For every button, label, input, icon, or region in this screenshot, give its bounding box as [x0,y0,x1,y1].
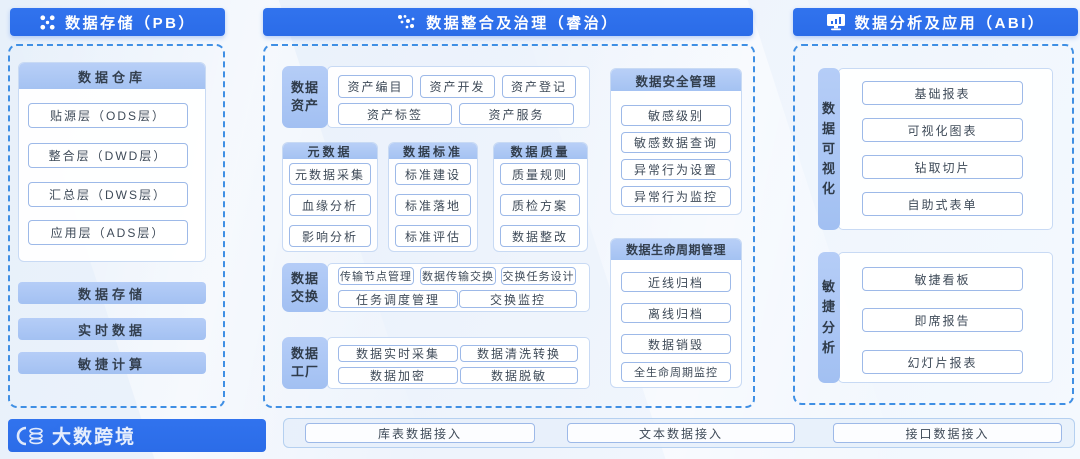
metadata-title: 元数据 [283,143,377,159]
standard-item: 标准评估 [395,225,471,247]
security-item: 异常行为监控 [621,186,731,207]
security-item: 敏感级别 [621,105,731,126]
quality-item: 质检方案 [500,194,580,216]
warehouse-item: 应用层（ADS层） [28,220,188,245]
warehouse-item: 汇总层（DWS层） [28,182,188,207]
asset-item: 资产编目 [338,75,413,98]
asset-group-label: 数据资产 [282,66,328,128]
lifecycle-item: 全生命周期监控 [621,362,731,382]
exchange-item: 交换任务设计 [501,267,576,285]
lifecycle-title: 数据生命周期管理 [611,239,741,260]
monitor-chart-icon [826,14,845,31]
visualization-item: 自助式表单 [862,192,1023,216]
storage-cluster-icon [40,14,55,30]
agile-item: 敏捷看板 [862,267,1023,291]
warehouse-item: 整合层（DWD层） [28,143,188,168]
factory-group-label: 数据工厂 [282,337,328,389]
vendor-watermark-bar: 大数跨境 [8,419,266,452]
asset-item: 资产开发 [420,75,495,98]
exchange-group-label: 数据交换 [282,263,328,312]
metadata-item: 血缘分析 [289,194,371,216]
exchange-item: 传输节点管理 [338,267,414,285]
storage-header-label: 数据存储（PB） [65,14,196,32]
standard-title: 数据标准 [389,143,477,159]
factory-item: 数据清洗转换 [460,345,578,362]
analysis-header-label: 数据分析及应用（ABI） [854,14,1046,32]
storage-dashed-container [8,44,225,408]
asset-item: 资产标签 [338,103,452,125]
warehouse-item: 贴源层（ODS层） [28,103,188,128]
storage-bar: 敏捷计算 [18,352,206,374]
exchange-item: 数据传输交换 [420,267,496,285]
storage-bar: 数据存储 [18,282,206,304]
ingest-item: 库表数据接入 [305,423,535,443]
watermark-text: 大数跨境 [52,427,137,448]
lifecycle-item: 离线归档 [621,303,731,323]
factory-item: 数据脱敏 [460,367,578,384]
dots-grid-icon [398,15,415,29]
agile-group-label: 敏捷分析 [818,252,840,383]
lifecycle-item: 数据销毁 [621,334,731,354]
exchange-item: 交换监控 [459,290,577,308]
analysis-column-header: 数据分析及应用（ABI） [793,8,1078,36]
warehouse-title: 数据仓库 [19,63,205,89]
watermark-logo-icon [16,426,43,445]
factory-item: 数据加密 [338,367,458,384]
visualization-item: 钻取切片 [862,155,1023,179]
standard-item: 标准建设 [395,163,471,185]
security-item: 敏感数据查询 [621,132,731,153]
agile-item: 即席报告 [862,308,1023,332]
agile-item: 幻灯片报表 [862,350,1023,374]
visualization-item: 可视化图表 [862,118,1023,142]
storage-bar: 实时数据 [18,318,206,340]
quality-title: 数据质量 [494,143,587,159]
security-item: 异常行为设置 [621,159,731,180]
ingest-item: 文本数据接入 [567,423,795,443]
storage-column-header: 数据存储（PB） [10,8,225,36]
visualization-group-label: 数据可视化 [818,68,840,230]
quality-item: 数据整改 [500,225,580,247]
visualization-item: 基础报表 [862,81,1023,105]
lifecycle-item: 近线归档 [621,272,731,292]
factory-item: 数据实时采集 [338,345,458,362]
asset-item: 资产登记 [502,75,576,98]
ingest-item: 接口数据接入 [833,423,1062,443]
exchange-item: 任务调度管理 [338,290,458,308]
standard-item: 标准落地 [395,194,471,216]
metadata-item: 元数据采集 [289,163,371,185]
security-title: 数据安全管理 [611,69,741,91]
asset-item: 资产服务 [459,103,574,125]
analysis-dashed-container [793,44,1074,405]
governance-column-header: 数据整合及治理（睿治） [263,8,753,36]
governance-header-label: 数据整合及治理（睿治） [426,14,619,32]
metadata-item: 影响分析 [289,225,371,247]
governance-dashed-container [263,44,755,408]
quality-item: 质量规则 [500,163,580,185]
